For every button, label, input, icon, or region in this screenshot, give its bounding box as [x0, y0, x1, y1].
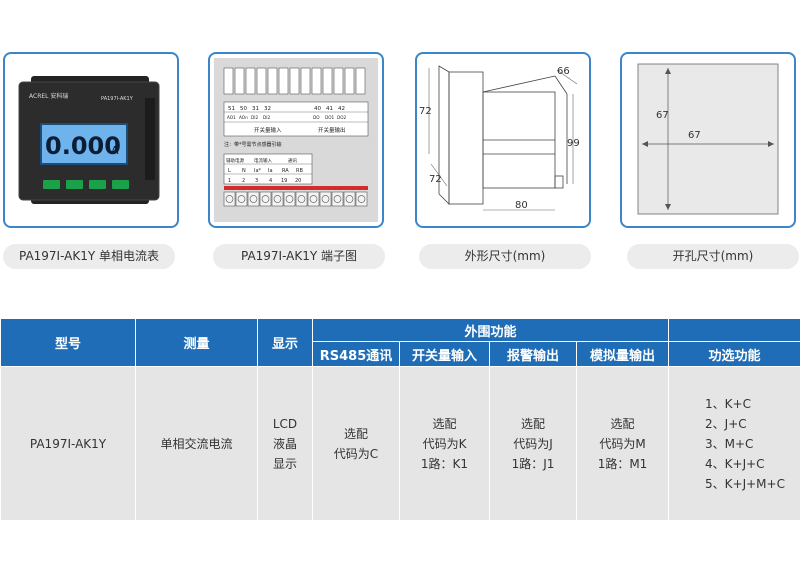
outline-dim-bottom: 80 — [515, 200, 528, 211]
terminal-top-number-3: 31 — [252, 106, 259, 112]
cell-optional-line: 2、J+C — [705, 416, 747, 431]
terminal-bottom-label-2: N — [242, 168, 246, 174]
outline-dim-bottom-left: 72 — [429, 174, 442, 185]
terminal-bottom-number-1: 1 — [228, 178, 231, 184]
header-optional: 功选功能 — [668, 341, 800, 367]
terminal-bottom-label-5: RA — [282, 168, 289, 174]
terminal-bottom-number-2: 2 — [242, 178, 245, 184]
terminal-top-number-7: 42 — [338, 106, 345, 112]
cell-analog-out-line: 1路：M1 — [597, 456, 648, 471]
terminal-top-code-1: AO1 — [227, 115, 236, 120]
terminal-bottom-number-3: 3 — [255, 178, 258, 184]
terminal-bottom-number-6: 20 — [295, 178, 301, 184]
header-display: 显示 — [257, 318, 313, 367]
terminal-note: 注：带*号需节点感器引输 — [224, 141, 282, 148]
caption-meter: PA197I-AK1Y 单相电流表 — [3, 244, 175, 269]
terminal-illustration: 51 50 31 32 40 41 42 AO1 AOn DI2 DI2 DO … — [214, 58, 378, 222]
meter-button-4 — [112, 180, 129, 189]
meter-button-2 — [66, 180, 83, 189]
terminal-top-code-2: AOn — [239, 115, 248, 120]
caption-terminal: PA197I-AK1Y 端子图 — [213, 244, 385, 269]
table-row: PA197I-AK1Y 单相交流电流 LCD 液晶 显示 选配 代码为C 选配 … — [0, 366, 800, 521]
cell-rs485-line: 代码为C — [333, 446, 379, 461]
cell-analog-out: 选配 代码为M 1路：M1 — [575, 366, 670, 521]
meter-display-value: 0.000 — [45, 132, 121, 160]
terminal-bottom-label-1: L — [228, 168, 231, 174]
terminal-top-code-7: DO2 — [337, 115, 347, 120]
cell-optional: 1、K+C 2、J+C 3、M+C 4、K+J+C 5、K+J+M+C — [668, 366, 800, 521]
cell-display-line: LCD — [272, 416, 298, 431]
cell-optional-line: 5、K+J+M+C — [705, 476, 785, 491]
spec-table: 型号 测量 显示 外围功能 RS485通讯 开关量输入 报警输出 模拟量输出 功… — [0, 318, 800, 521]
terminal-diagram-card: 51 50 31 32 40 41 42 AO1 AOn DI2 DI2 DO … — [208, 52, 384, 228]
terminal-top-number-6: 41 — [326, 106, 333, 112]
terminal-group-power: 辅助电源 — [226, 157, 244, 164]
terminal-bottom-label-6: RB — [296, 168, 303, 174]
cutout-dimension-card: 67 67 — [620, 52, 796, 228]
outline-drawing: 66 72 72 99 80 — [419, 65, 580, 211]
outline-dim-left: 72 — [419, 106, 432, 117]
cell-display-line: 液晶 — [272, 436, 297, 451]
cell-alarm-out-line: 代码为J — [513, 436, 553, 451]
meter-model-label: PA197I-AK1Y — [101, 96, 134, 102]
header-switch-in: 开关量输入 — [399, 341, 490, 367]
terminal-bottom-label-3: Ia* — [254, 168, 262, 174]
cell-analog-out-line: 代码为M — [599, 436, 646, 451]
meter-button-1 — [43, 180, 60, 189]
terminal-top-number-1: 51 — [228, 106, 235, 112]
cell-alarm-out-line: 1路：J1 — [511, 456, 555, 471]
outline-dim-top: 66 — [557, 66, 570, 77]
terminal-section-input: 开关量输入 — [254, 126, 282, 134]
terminal-top-number-5: 40 — [314, 106, 321, 112]
header-analog-out: 模拟量输出 — [575, 341, 670, 367]
cutout-dim-vertical: 67 — [656, 110, 669, 121]
terminal-top-number-2: 50 — [240, 106, 247, 112]
header-peripheral: 外围功能 — [311, 318, 670, 342]
meter-brand: ACREL 安科瑞 — [29, 92, 68, 100]
cell-optional-line: 3、M+C — [705, 436, 754, 451]
terminal-bottom-label-4: Ia — [268, 168, 273, 174]
meter-image-card: ACREL 安科瑞 PA197I-AK1Y 0.000 A — [3, 52, 179, 228]
terminal-bottom-number-4: 4 — [269, 178, 272, 184]
cell-optional-line: 4、K+J+C — [705, 456, 765, 471]
cell-alarm-out: 选配 代码为J 1路：J1 — [489, 366, 577, 521]
caption-cutout: 开孔尺寸(mm) — [627, 244, 799, 269]
meter-display-unit: A — [111, 144, 119, 157]
header-alarm-out: 报警输出 — [489, 341, 577, 367]
meter-illustration: ACREL 安科瑞 PA197I-AK1Y 0.000 A — [18, 76, 160, 204]
cell-rs485: 选配 代码为C — [312, 366, 400, 521]
cutout-dim-horizontal: 67 — [688, 130, 701, 141]
cutout-drawing: 67 67 — [637, 63, 779, 215]
terminal-bottom-number-5: 19 — [281, 178, 287, 184]
terminal-top-code-6: DO1 — [325, 115, 335, 120]
cell-switch-in-line: 1路：K1 — [420, 456, 469, 471]
terminal-group-current: 电流输入 — [254, 157, 272, 164]
outline-dim-right: 99 — [567, 138, 580, 149]
header-model: 型号 — [0, 318, 136, 367]
caption-outline: 外形尺寸(mm) — [419, 244, 591, 269]
terminal-top-code-5: DO — [313, 115, 320, 120]
cell-display: LCD 液晶 显示 — [257, 366, 313, 521]
terminal-top-code-4: DI2 — [263, 115, 270, 120]
terminal-section-output: 开关量输出 — [318, 126, 346, 134]
cell-analog-out-line: 选配 — [610, 416, 635, 431]
cell-switch-in-line: 代码为K — [422, 436, 467, 451]
outline-dimension-card: 66 72 72 99 80 — [415, 52, 591, 228]
cell-display-line: 显示 — [272, 456, 297, 471]
terminal-group-comm: 通讯 — [288, 157, 297, 164]
meter-button-3 — [89, 180, 106, 189]
header-optional-top — [668, 318, 800, 342]
cell-alarm-out-line: 选配 — [520, 416, 545, 431]
cell-optional-line: 1、K+C — [705, 396, 751, 411]
cell-model: PA197I-AK1Y — [0, 366, 136, 521]
cell-switch-in: 选配 代码为K 1路：K1 — [399, 366, 490, 521]
terminal-top-code-3: DI2 — [251, 115, 258, 120]
cell-measure: 单相交流电流 — [135, 366, 258, 521]
terminal-top-number-4: 32 — [264, 106, 271, 112]
cell-switch-in-line: 选配 — [432, 416, 457, 431]
header-rs485: RS485通讯 — [312, 341, 400, 367]
terminal-screw-row — [223, 186, 368, 207]
cell-rs485-line: 选配 — [343, 426, 368, 441]
header-measure: 测量 — [135, 318, 258, 367]
